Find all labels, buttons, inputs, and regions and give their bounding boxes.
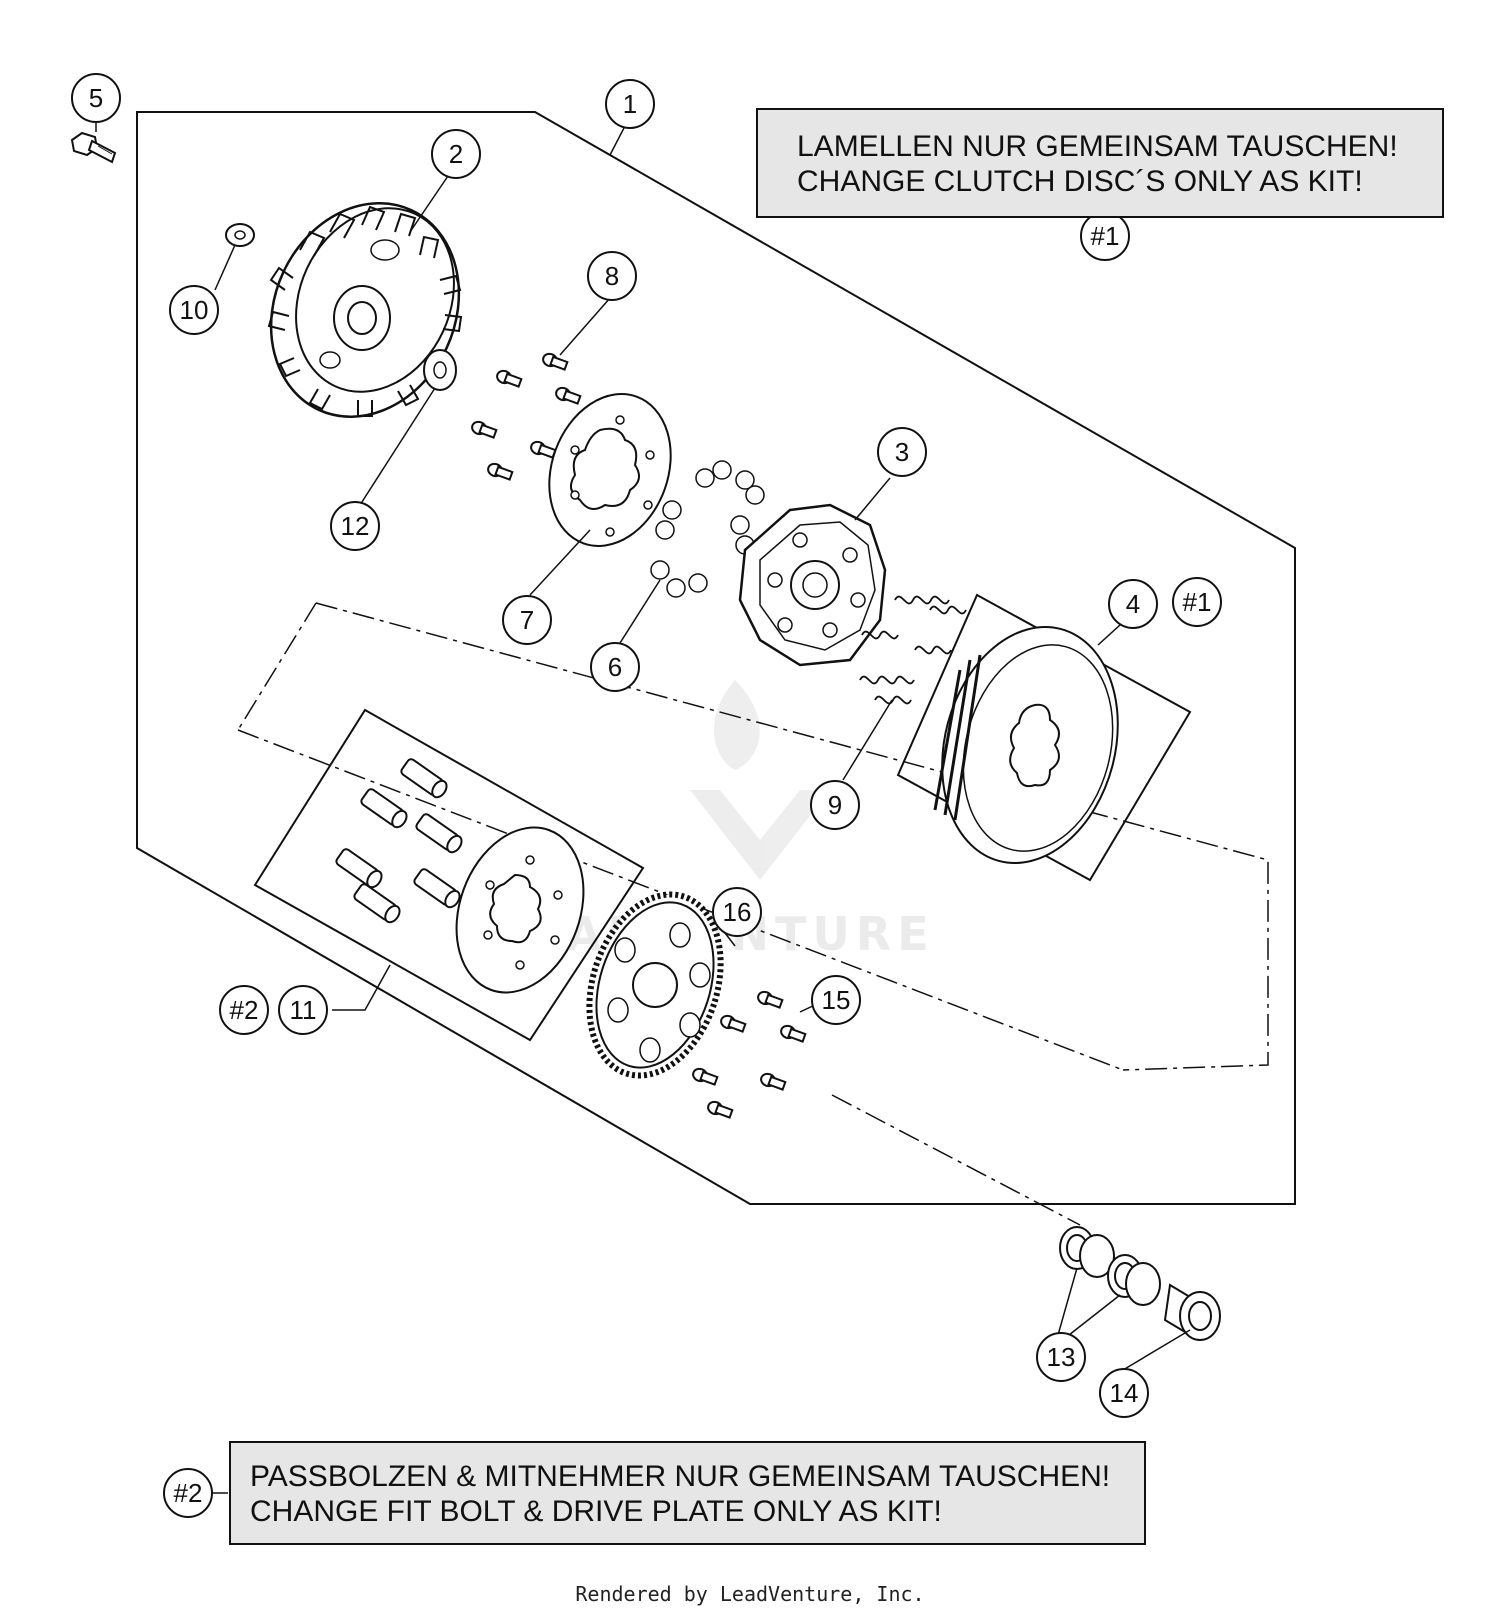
springs-part (859, 595, 967, 705)
screw-set-lower (692, 990, 807, 1119)
kit2-note-box: PASSBOLZEN & MITNEHMER NUR GEMEINSAM TAU… (229, 1441, 1146, 1545)
leader-lines (95, 120, 1191, 1494)
callout-2: 2 (449, 139, 463, 169)
callout-4-circle (1108, 579, 1158, 629)
callout-14: 14 (1110, 1378, 1139, 1408)
callout-kit1-ref: #1 (1091, 221, 1120, 251)
needle-bearing-part (1059, 1226, 1161, 1306)
callout-4-kit: #1 (1183, 587, 1212, 617)
render-credit: Rendered by LeadVenture, Inc. (575, 1582, 925, 1606)
fit-bolts-part (335, 758, 463, 924)
callout-13: 13 (1047, 1342, 1076, 1372)
callout-3: 3 (895, 437, 909, 467)
pressure-cap-part (738, 503, 887, 667)
balls-part (650, 460, 765, 598)
kit1-note-line1: LAMELLEN NUR GEMEINSAM TAUSCHEN! (797, 130, 1398, 163)
callout-15-circle (811, 975, 861, 1025)
callout-9-circle (810, 780, 860, 830)
primary-gear-part (586, 891, 724, 1079)
callout-11-kit-circle (219, 985, 269, 1035)
callout-6: 6 (608, 652, 622, 682)
callout-12: 12 (341, 511, 370, 541)
kit2-note-line2: CHANGE FIT BOLT & DRIVE PLATE ONLY AS KI… (250, 1495, 942, 1528)
callout-8-circle (587, 251, 637, 301)
dashed-group-outline (315, 602, 1269, 1071)
clutch-basket-part (267, 202, 463, 418)
callout-13-circle (1036, 1332, 1086, 1382)
callout-10-circle (169, 285, 219, 335)
bushing-part (1163, 1283, 1221, 1341)
callout-kit2-circle (163, 1468, 213, 1518)
callout-12-circle (330, 501, 380, 551)
callout-10: 10 (180, 295, 209, 325)
screw-set-upper (471, 352, 582, 481)
callout-4: 4 (1126, 589, 1140, 619)
drive-plate-part (548, 393, 672, 547)
callout-kit2-ref: #2 (174, 1478, 203, 1508)
callout-11-kit: #2 (230, 995, 259, 1025)
clutch-discs-part (933, 626, 1119, 864)
kit1-note-box: LAMELLEN NUR GEMEINSAM TAUSCHEN! CHANGE … (756, 108, 1444, 218)
clutch-disc-kit-box (896, 593, 1192, 882)
bolt-part (70, 131, 117, 164)
callout-6-circle (590, 642, 640, 692)
callout-14-circle (1099, 1368, 1149, 1418)
callout-5: 5 (89, 83, 103, 113)
callout-11-circle (278, 985, 328, 1035)
callout-16-circle (712, 887, 762, 937)
callout-7: 7 (520, 605, 534, 635)
thrust-washer-part (423, 349, 457, 391)
kit-outline (136, 111, 1296, 1205)
callout-16: 16 (723, 897, 752, 927)
callout-3-circle (877, 427, 927, 477)
callout-8: 8 (605, 261, 619, 291)
callout-9: 9 (828, 790, 842, 820)
callout-1: 1 (623, 89, 637, 119)
fit-bolt-kit-box (253, 708, 645, 1042)
kit1-note-line2: CHANGE CLUTCH DISC´S ONLY AS KIT! (797, 165, 1363, 198)
callout-4-kit-circle (1172, 577, 1222, 627)
callout-15: 15 (822, 985, 851, 1015)
drive-plate-kit-part (455, 826, 585, 994)
callout-2-circle (431, 129, 481, 179)
callout-1-circle (605, 79, 655, 129)
callout-7-circle (502, 595, 552, 645)
callout-11: 11 (290, 995, 317, 1025)
callout-5-circle (71, 73, 121, 123)
kit2-note-line1: PASSBOLZEN & MITNEHMER NUR GEMEINSAM TAU… (250, 1460, 1110, 1493)
washer-part (225, 223, 255, 247)
